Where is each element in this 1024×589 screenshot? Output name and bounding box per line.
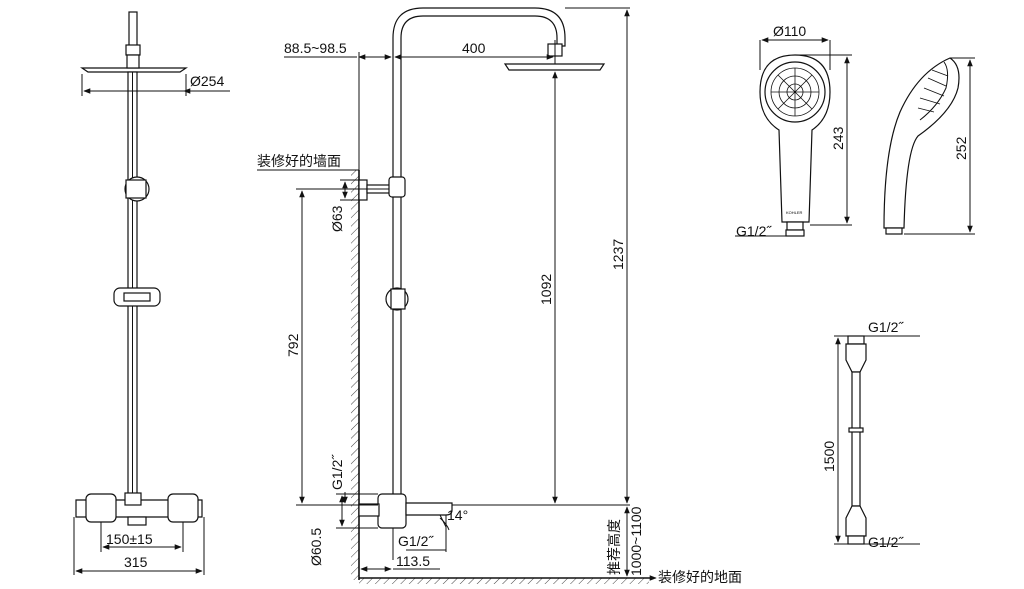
- dim-hose-thread-top: G1/2˝: [868, 319, 904, 335]
- side-mixer-body: [377, 493, 407, 529]
- dim-outlet-thread: G1/2˝: [398, 533, 434, 549]
- handshower-side-nozzles: [917, 69, 949, 113]
- dim-hose-thread-bottom: G1/2˝: [868, 534, 904, 550]
- dim-handshower-diameter: Ø110: [773, 23, 806, 39]
- dim-outlet-angle: 14°: [447, 507, 468, 523]
- dim-inlet-diameter: Ø60.5: [308, 528, 324, 566]
- wall-hatch: [351, 170, 359, 580]
- handshower-side-outline: [883, 57, 960, 229]
- front-shower-head: [80, 67, 188, 73]
- dim-spout-offset: 113.5: [396, 553, 430, 569]
- side-wall-bracket: [358, 179, 368, 201]
- label-wall-surface: 装修好的墙面: [257, 154, 341, 170]
- dim-flange-diameter: Ø63: [329, 205, 345, 232]
- front-view: Ø254 150±15 315: [73, 11, 230, 575]
- dim-hose-length: 1500: [821, 441, 837, 472]
- side-spout: [405, 502, 453, 516]
- dim-handshower-thread: G1/2˝: [736, 223, 772, 239]
- handshower-side-view: 252: [883, 57, 975, 235]
- dim-mount-height: 1000~1100: [628, 506, 644, 576]
- label-recommended-height: 推荐高度: [606, 519, 623, 575]
- dim-center-distance: 150±15: [106, 531, 153, 547]
- dim-handshower-length-side: 252: [953, 136, 969, 160]
- handshower-front-view: KOHLER Ø110 243 G1/2˝: [735, 23, 852, 239]
- handshower-brand-mark: KOHLER: [786, 210, 803, 215]
- dim-handshower-length-front: 243: [830, 126, 846, 150]
- hose-view: G1/2˝ 1500 G1/2˝: [821, 319, 920, 550]
- dim-inlet-thread-vertical: G1/2˝: [329, 454, 345, 490]
- side-view: 88.5~98.5 400 装修好的墙面 Ø63 792 1092 1237 G…: [257, 7, 742, 586]
- floor-hatch: [359, 578, 649, 584]
- dim-wall-offset: 88.5~98.5: [284, 40, 347, 56]
- dim-head-diameter: Ø254: [190, 73, 224, 89]
- dim-riser-height: 1092: [538, 274, 554, 305]
- dim-rail-height: 792: [285, 333, 301, 357]
- dim-mixer-width: 315: [124, 554, 148, 570]
- hose-bottom-nut: [845, 505, 867, 537]
- dim-total-height: 1237: [610, 239, 626, 270]
- hose-body: [851, 371, 861, 507]
- handshower-nozzle-pattern: [770, 67, 820, 117]
- side-riser-arm: [392, 7, 566, 496]
- label-floor-surface: 装修好的地面: [658, 570, 742, 586]
- side-shower-head: [503, 63, 606, 71]
- dim-arm-length: 400: [462, 40, 486, 56]
- hose-top-nut: [845, 343, 867, 373]
